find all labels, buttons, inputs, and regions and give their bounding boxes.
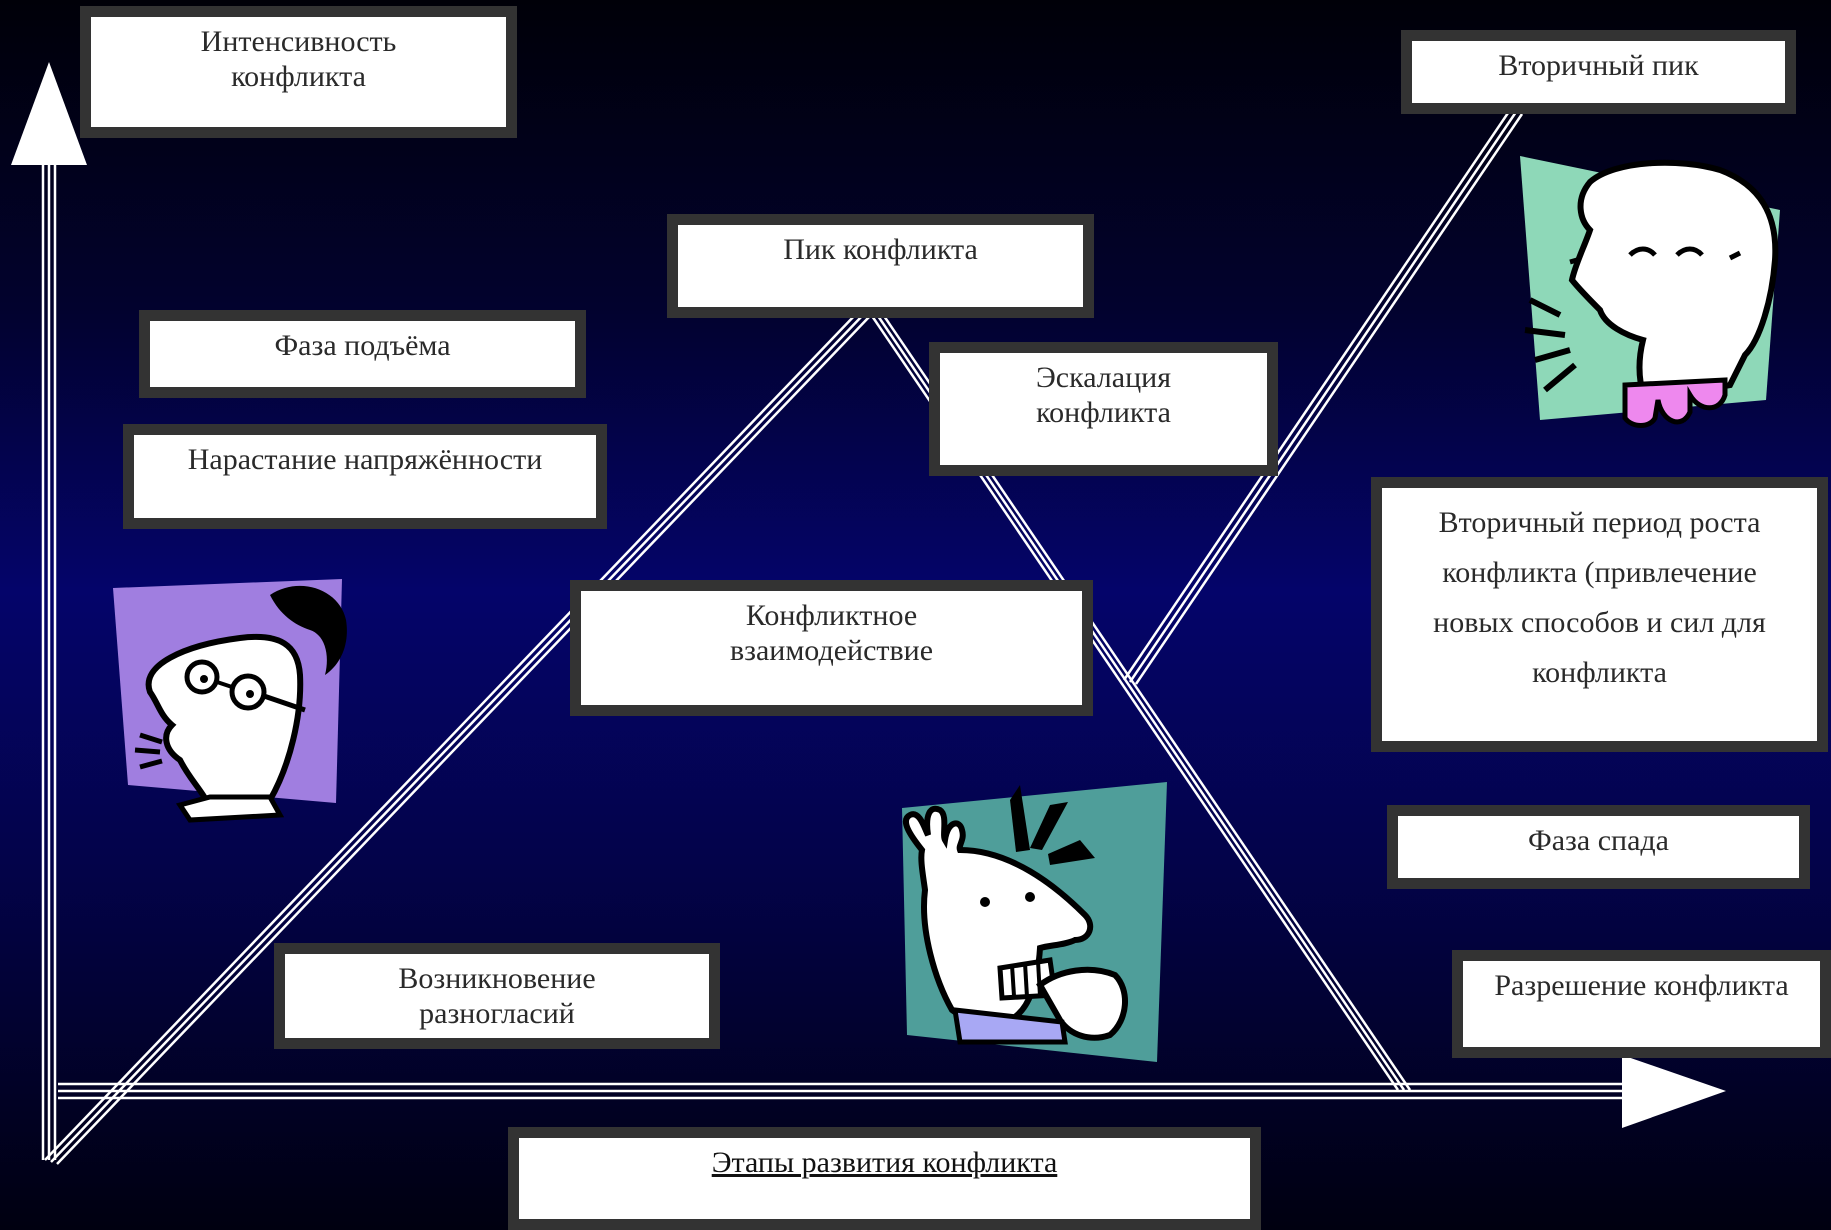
y-axis xyxy=(41,160,57,1160)
decline-phase-label: Фаза спада xyxy=(1528,824,1669,857)
secondary-rising-line xyxy=(1122,109,1524,685)
resolution-box: Разрешение конфликта xyxy=(1452,950,1831,1058)
resolution-label: Разрешение конфликта xyxy=(1494,969,1789,1002)
interaction-box: Конфликтное взаимодействие xyxy=(570,580,1093,716)
x-axis xyxy=(58,1082,1625,1100)
x-axis-label-box: Этапы развития конфликта xyxy=(508,1127,1261,1230)
x-axis-arrowhead xyxy=(1622,1055,1726,1128)
worried-man-icon xyxy=(113,579,347,823)
rising-phase-label: Фаза подъёма xyxy=(274,329,451,362)
peak-label: Пик конфликта xyxy=(783,233,978,266)
peak-box: Пик конфликта xyxy=(667,214,1094,318)
y-axis-arrowhead xyxy=(11,62,87,165)
secondary-growth-label: Вторичный период роста конфликта (привле… xyxy=(1433,506,1766,689)
emergence-box: Возникновение разногласий xyxy=(274,943,720,1049)
decline-phase-box: Фаза спада xyxy=(1387,805,1810,889)
secondary-peak-label: Вторичный пик xyxy=(1498,49,1699,82)
y-axis-label-box: Интенсивность конфликта xyxy=(80,6,517,138)
escalation-label: Эскалация конфликта xyxy=(1035,361,1171,429)
tension-growth-box: Нарастание напряжённости xyxy=(123,424,607,529)
secondary-peak-box: Вторичный пик xyxy=(1401,30,1796,114)
tension-growth-label: Нарастание напряжённости xyxy=(187,443,543,476)
emergence-label: Возникновение разногласий xyxy=(398,962,596,1030)
scared-man-icon xyxy=(902,782,1167,1062)
rising-phase-box: Фаза подъёма xyxy=(139,310,586,398)
y-axis-label: Интенсивность конфликта xyxy=(200,25,397,93)
secondary-growth-box: Вторичный период роста конфликта (привле… xyxy=(1371,477,1828,752)
shouting-man-icon xyxy=(1520,156,1780,428)
x-axis-label: Этапы развития конфликта xyxy=(711,1146,1058,1179)
rising-line xyxy=(44,312,870,1165)
escalation-box: Эскалация конфликта xyxy=(929,342,1278,476)
interaction-label: Конфликтное взаимодействие xyxy=(729,599,934,667)
